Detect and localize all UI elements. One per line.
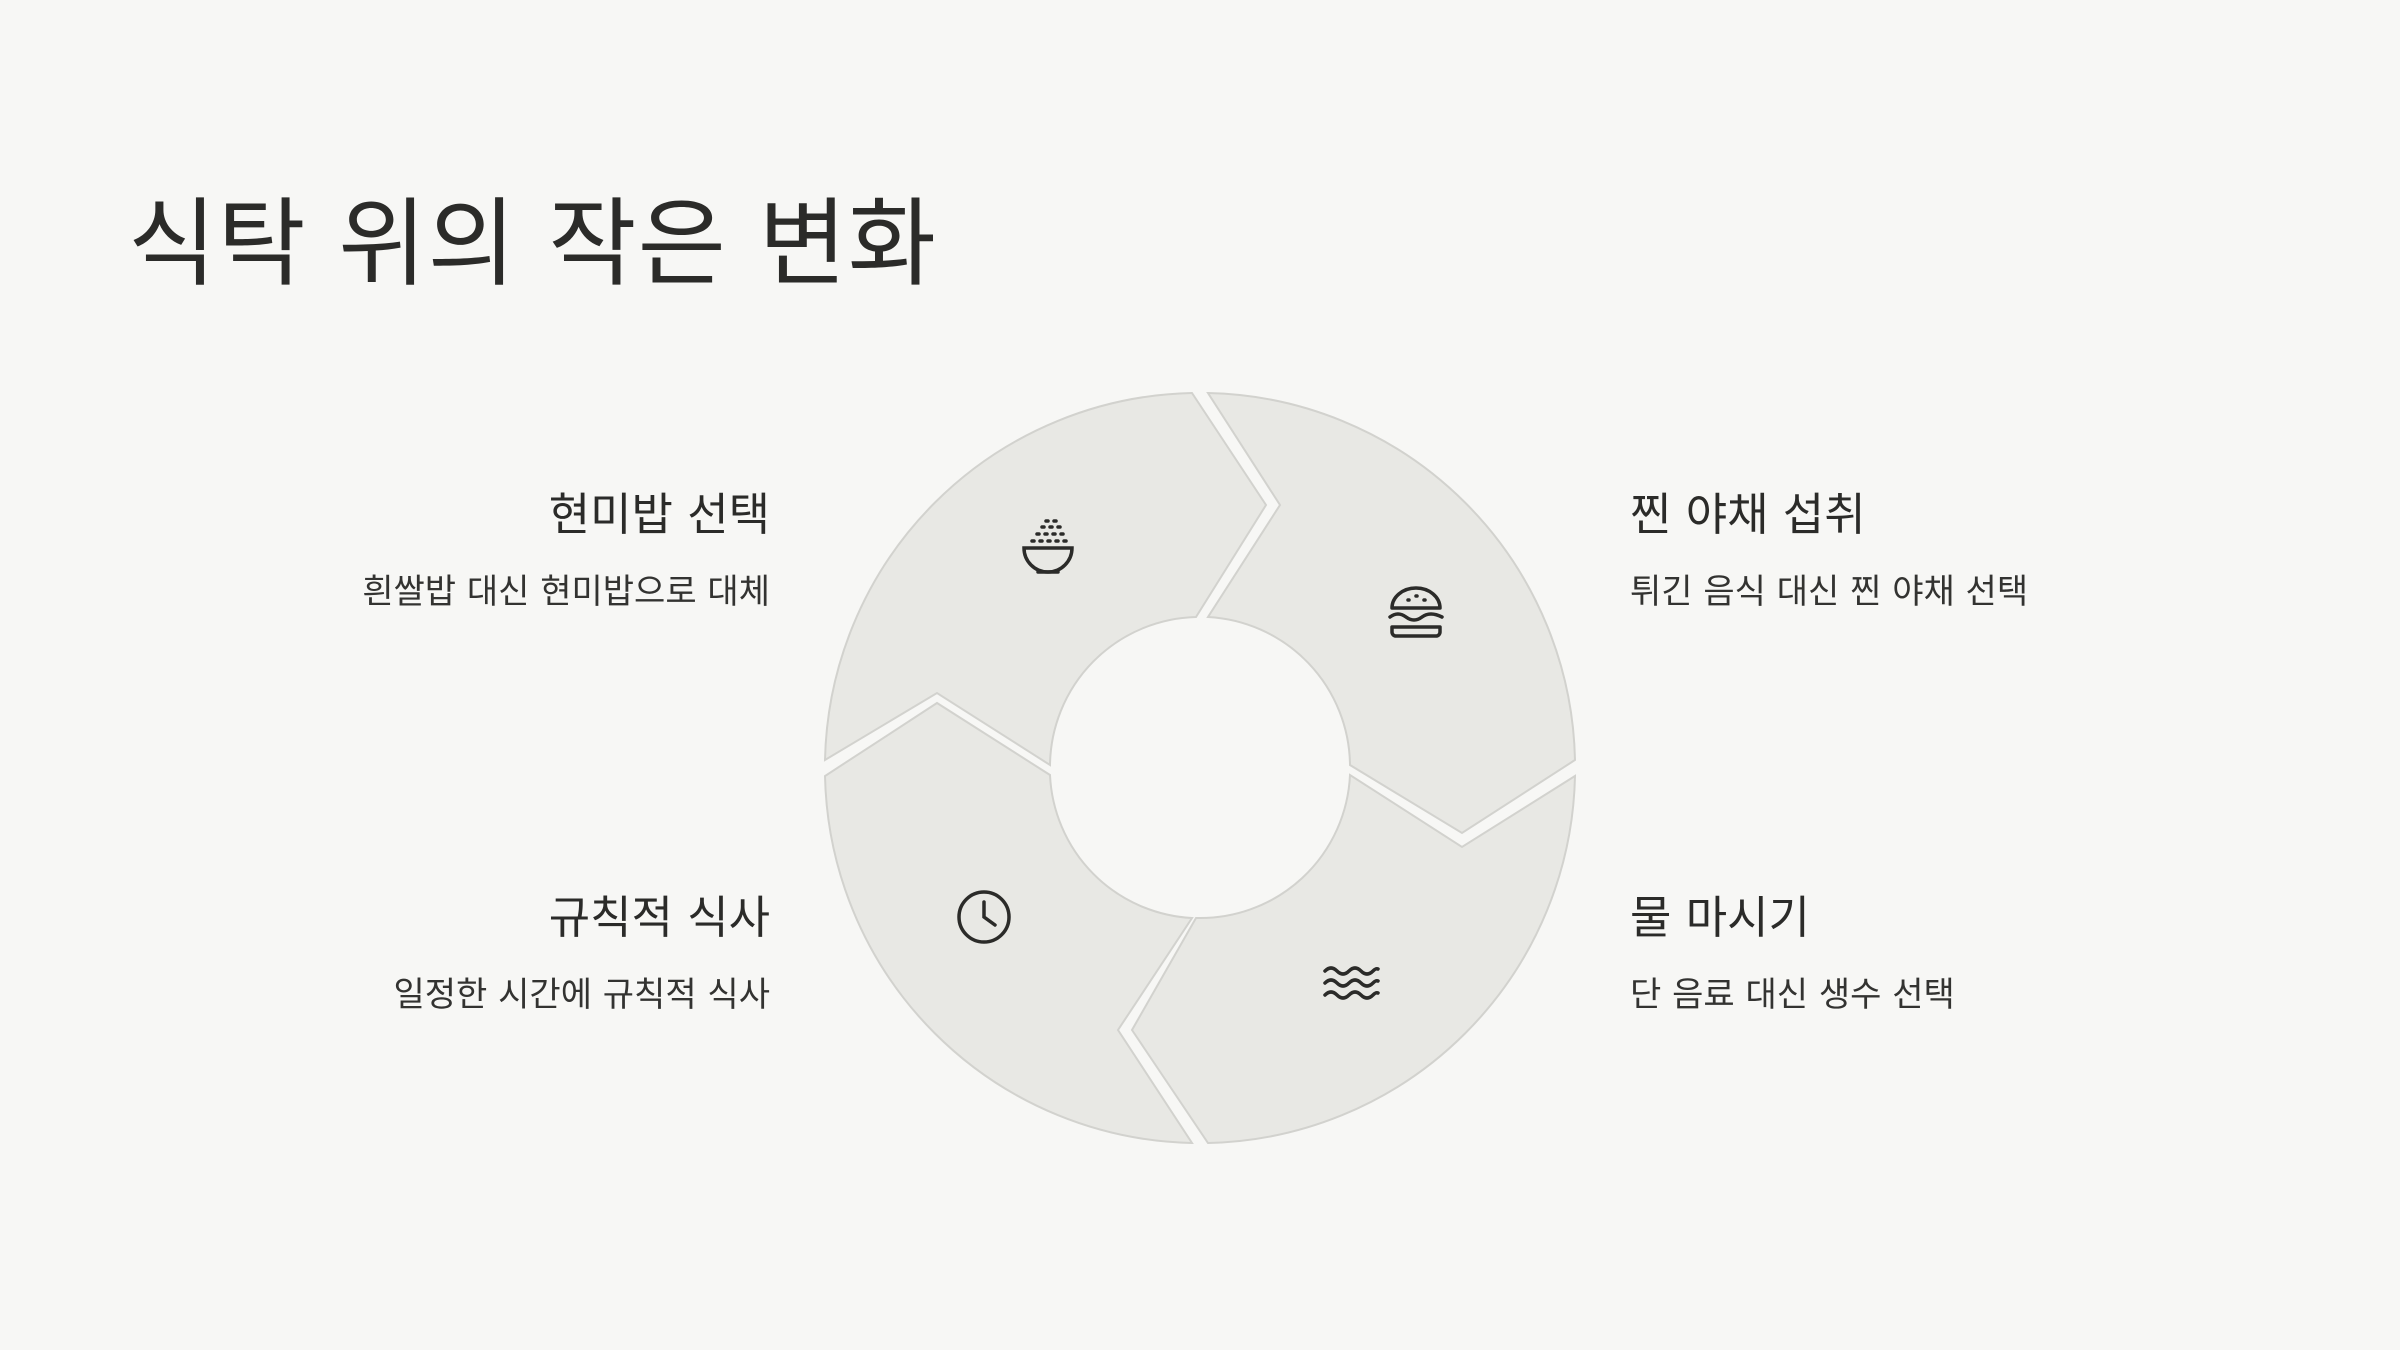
step-description: 튀긴 음식 대신 찐 야채 선택	[1630, 571, 2029, 612]
step-description: 단 음료 대신 생수 선택	[1630, 974, 1955, 1015]
step-heading: 현미밥 선택	[548, 488, 770, 541]
step-description: 일정한 시간에 규칙적 식사	[393, 974, 770, 1015]
rice-bowl-icon	[1022, 519, 1074, 574]
water-waves-icon	[1323, 966, 1380, 1000]
step-block-brown-rice: 현미밥 선택 흰쌀밥 대신 현미밥으로 대체	[110, 490, 770, 612]
cycle-segment-top-left	[823, 391, 1268, 767]
step-block-drink-water: 물 마시기 단 음료 대신 생수 선택	[1630, 893, 2290, 1015]
step-heading: 찐 야채 섭취	[1630, 488, 1866, 541]
step-block-steamed-vegetables: 찐 야채 섭취 튀긴 음식 대신 찐 야채 선택	[1630, 490, 2290, 612]
cycle-segment-top-right	[1206, 391, 1577, 835]
step-block-regular-meals: 규칙적 식사 일정한 시간에 규칙적 식사	[110, 893, 770, 1015]
step-heading: 규칙적 식사	[548, 891, 770, 944]
step-heading: 물 마시기	[1630, 891, 1810, 944]
clock-icon	[957, 890, 1011, 944]
burger-icon	[1388, 586, 1444, 638]
step-description: 흰쌀밥 대신 현미밥으로 대체	[362, 571, 770, 612]
page-title: 식탁 위의 작은 변화	[128, 188, 938, 300]
cycle-segment-bottom-right	[1130, 773, 1577, 1145]
